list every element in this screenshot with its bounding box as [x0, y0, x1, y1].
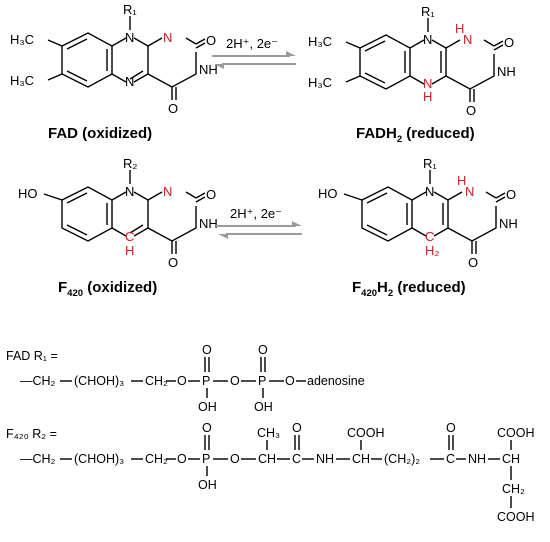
- fad-p2-oh: OH: [254, 400, 273, 414]
- atom-o-upper: O: [206, 33, 216, 48]
- fad-chain-o-1: O: [177, 374, 187, 388]
- fad-oxidized-structure: H₃C H₃C N N N O NH O R₁ FAD (oxidized): [10, 2, 218, 142]
- f420-chain-ch-2: CH: [352, 452, 370, 466]
- f420-chain-c-2: C: [446, 452, 455, 466]
- f420-chain-nh-2: NH: [468, 452, 486, 466]
- f420-r2-label: F₄₂₀ R₂ =: [6, 427, 57, 441]
- atom-h3c-top: H₃C: [10, 32, 34, 47]
- fad-r1-group: FAD R₁ = —CH₂ (CHOH)₃ CH₂ O P O P O aden…: [6, 343, 365, 414]
- atom-h2-red: H₂: [425, 243, 439, 258]
- atom-ho: HO: [318, 186, 338, 201]
- fad-chain-o-2: O: [230, 374, 240, 388]
- atom-n-red-bottom: N: [423, 76, 432, 91]
- f420-chain-nh-1: NH: [316, 452, 334, 466]
- fad-chain-p-1: P: [202, 374, 210, 388]
- atom-nh: NH: [199, 216, 218, 231]
- atom-nh: NH: [199, 62, 218, 77]
- fad-chain-o-3: O: [285, 374, 295, 388]
- atom-nh: NH: [497, 64, 516, 79]
- f420-c-o-2: O: [446, 421, 456, 435]
- equilibrium-arrows-top: 2H⁺, 2e⁻: [212, 36, 296, 69]
- atom-n-imine: N: [163, 184, 172, 199]
- atom-nh: NH: [499, 216, 518, 231]
- atom-n-imine: N: [163, 30, 172, 45]
- f420-p-oh: OH: [198, 478, 217, 492]
- atom-n-red-top: N: [465, 184, 474, 199]
- f420-cooh-3: COOH: [497, 510, 535, 524]
- atom-h-red-top: H: [455, 21, 464, 36]
- atom-h3c-bottom: H₃C: [308, 75, 332, 90]
- fad-p2-o: O: [258, 343, 268, 357]
- f420-c-o-1: O: [292, 421, 302, 435]
- atom-n-top: N: [425, 184, 434, 199]
- atom-n-top: N: [125, 184, 134, 199]
- atom-o-upper: O: [206, 187, 216, 202]
- f420-chain-ch-1: CH: [258, 452, 276, 466]
- atom-h-red-top: H: [457, 173, 466, 188]
- f420-r2-group: F₄₂₀ R₂ = —CH₂ (CHOH)₃ CH₂ O P O CH C NH…: [6, 421, 535, 524]
- f420-chain-o-2: O: [230, 452, 240, 466]
- f420-chain-ch2-2: CH₂: [145, 452, 168, 466]
- atom-o-upper: O: [504, 35, 514, 50]
- atom-o-upper: O: [506, 187, 516, 202]
- f420-cooh-1: COOH: [347, 426, 385, 440]
- f420-chain-ch-3: CH: [502, 452, 520, 466]
- fad-chain-choh: (CHOH)₃: [74, 374, 124, 388]
- fad-p1-o: O: [202, 343, 212, 357]
- caption-f420-oxidized: F420 (oxidized): [58, 279, 157, 299]
- atom-r1: R₁: [423, 156, 437, 171]
- atom-o-lower: O: [168, 255, 178, 270]
- reaction-label-middle: 2H⁺, 2e⁻: [230, 206, 282, 221]
- atom-o-lower: O: [168, 101, 178, 116]
- atom-c-red: C: [425, 229, 434, 244]
- f420-oxidized-structure: HO N N C H O NH O R₂ F420 (oxidized): [18, 156, 218, 299]
- f420-ch2-1: CH₂: [502, 482, 525, 496]
- atom-n-bottom: N: [125, 74, 134, 89]
- f420-chain-choh: (CHOH)₃: [74, 452, 124, 466]
- fad-chain-ch2-2: CH₂: [145, 374, 168, 388]
- atom-r1: R₁: [123, 2, 137, 17]
- atom-n-top: N: [423, 32, 432, 47]
- atom-h3c-bottom: H₃C: [10, 73, 34, 88]
- f420-chain-ch2-2-group: (CH₂)₂: [384, 452, 420, 466]
- f420-ch3: CH₃: [257, 426, 280, 440]
- f420-p-o: O: [202, 421, 212, 435]
- f420-chain-ch2-1: —CH₂: [20, 452, 56, 466]
- atom-r1: R₁: [421, 4, 435, 19]
- caption-fad-oxidized: FAD (oxidized): [48, 125, 152, 142]
- fad-r1-label: FAD R₁ =: [6, 349, 58, 363]
- caption-f420h2-reduced: F420H2 (reduced): [352, 279, 466, 299]
- f420-chain-c-1: C: [292, 452, 301, 466]
- f420h2-reduced-structure: HO N H N C H₂ O NH O R₁ F420H2 (reduced): [318, 156, 518, 299]
- fadh2-reduced-structure: H₃C H₃C N H N N H O NH O R₁ FADH2 (reduc…: [308, 4, 516, 145]
- atom-n-red-top: N: [463, 32, 472, 47]
- atom-n-top: N: [125, 30, 134, 45]
- f420-chain-p: P: [202, 452, 210, 466]
- caption-fadh2-reduced: FADH2 (reduced): [356, 125, 475, 145]
- atom-h-red: H: [125, 243, 134, 258]
- fad-p1-oh: OH: [198, 400, 217, 414]
- equilibrium-arrows-middle: 2H⁺, 2e⁻: [216, 206, 302, 239]
- fad-chain-adenosine: adenosine: [307, 374, 365, 388]
- atom-r2: R₂: [123, 156, 137, 171]
- atom-o-lower: O: [466, 103, 476, 118]
- f420-chain-o-1: O: [177, 452, 187, 466]
- atom-o-lower: O: [468, 255, 478, 270]
- f420-cooh-2: COOH: [497, 426, 535, 440]
- fad-chain-ch2-1: —CH₂: [20, 374, 56, 388]
- atom-h-red-bottom: H: [423, 89, 432, 104]
- atom-c-red: C: [125, 229, 134, 244]
- fad-chain-p-2: P: [258, 374, 266, 388]
- atom-h3c-top: H₃C: [308, 34, 332, 49]
- atom-ho: HO: [18, 186, 38, 201]
- reaction-label-top: 2H⁺, 2e⁻: [226, 36, 278, 51]
